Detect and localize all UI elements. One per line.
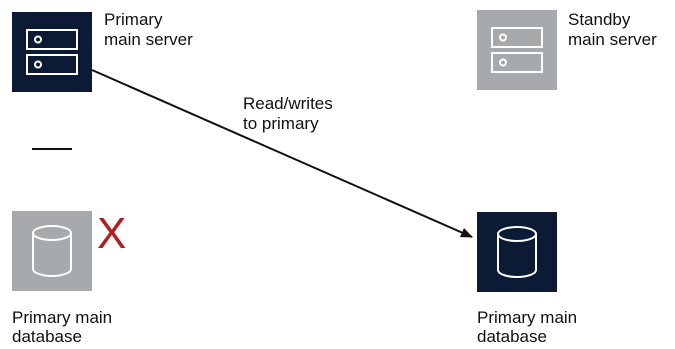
standby-server-tile <box>477 10 557 90</box>
server-icon <box>26 29 78 75</box>
database-icon <box>497 226 537 278</box>
legend-dash <box>32 148 72 150</box>
server-icon <box>491 27 543 73</box>
database-icon <box>32 225 72 277</box>
primary-server-label: Primary main server <box>104 10 193 49</box>
primary-server-tile <box>12 12 92 92</box>
active-database-tile <box>477 212 557 292</box>
failed-database-label: Primary main database <box>12 308 113 346</box>
standby-server-label: Standby main server <box>568 10 657 49</box>
connector-label: Read/writes to primary <box>243 94 333 133</box>
failure-x-mark: X <box>97 209 127 258</box>
failed-database-tile <box>12 211 92 291</box>
active-database-label: Primary main database <box>477 308 578 346</box>
connector-arrow <box>91 69 473 238</box>
